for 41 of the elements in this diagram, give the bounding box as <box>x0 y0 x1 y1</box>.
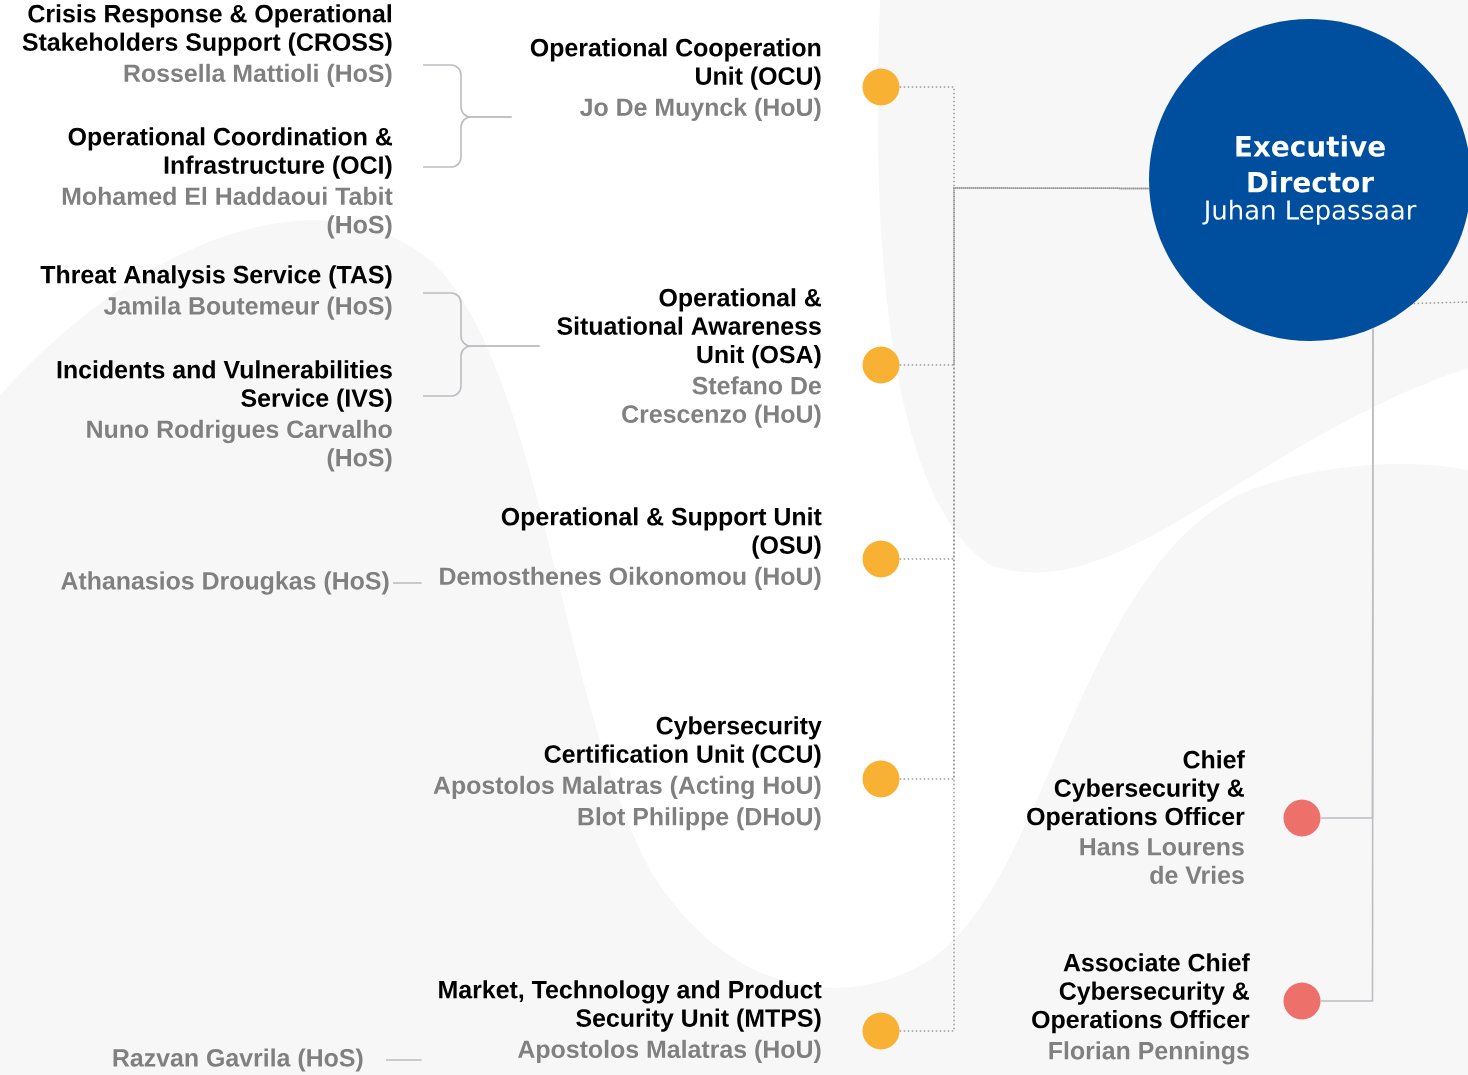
person-name: Hans Lourens de Vries <box>1080 838 1244 884</box>
unit-name: Crisis Response & Operational Stakeholders Support (CROSS) <box>22 4 392 56</box>
person-name: Rossella Mattioli (HoS) <box>124 63 392 88</box>
person-name: Razvan Gavrila (HoS) <box>113 1048 363 1072</box>
dot-marker <box>1283 799 1321 837</box>
unit-name: Operational & Situational Awareness Unit (OSA) <box>557 288 821 369</box>
unit-name: Threat Analysis Service (TAS) <box>40 265 392 289</box>
person-name: Jo De Muynck (HoU) <box>580 97 821 122</box>
connector-line <box>392 582 423 584</box>
person-name: Blot Philippe (DHoU) <box>578 807 821 831</box>
connector-line <box>898 187 1150 366</box>
bracket-line <box>422 116 513 168</box>
connector-line <box>385 1059 423 1061</box>
person-name: Stefano De Crescenzo (HoU) <box>622 376 821 428</box>
dot-marker <box>862 346 900 384</box>
unit-name: Operational & Support Unit (OSU) <box>501 507 822 559</box>
unit-name: Chief Cybersecurity & Operations Officer <box>1027 750 1245 831</box>
connector-line <box>1412 301 1468 305</box>
dot-marker <box>862 68 900 106</box>
dot-marker <box>1283 982 1321 1020</box>
connector-line <box>1319 327 1374 1002</box>
person-name: Apostolos Malatras (HoU) <box>518 1039 821 1064</box>
person-name: Athanasios Drougkas (HoS) <box>61 571 389 595</box>
unit-name: Market, Technology and Product Security Unit (MTPS) <box>439 980 822 1032</box>
dot-marker <box>862 760 900 798</box>
dot-marker <box>862 1012 900 1050</box>
person-name: Mohamed El Haddaoui Tabit (HoS) <box>62 186 393 239</box>
person-name: Apostolos Malatras (Acting HoU) <box>433 775 821 800</box>
person-name: Nuno Rodrigues Carvalho (HoS) <box>87 419 392 472</box>
unit-name: Cybersecurity Certification Unit (CCU) <box>544 716 822 768</box>
person-name: Demosthenes Oikonomou (HoU) <box>440 566 821 591</box>
title-text: Executive Director <box>1236 135 1385 193</box>
dot-marker <box>862 540 900 578</box>
person-name: Jamila Boutemeur (HoS) <box>103 296 392 320</box>
bracket-line <box>422 345 541 397</box>
unit-name: Associate Chief Cybersecurity & Operations Officer <box>1032 953 1250 1034</box>
unit-name: Incidents and Vulnerabilities Service (IVS) <box>57 360 392 412</box>
person-name: Florian Pennings <box>1049 1041 1249 1065</box>
unit-name: Operational Cooperation Unit (OCU) <box>530 38 821 90</box>
person-name: Juhan Lepassaar <box>1202 199 1417 225</box>
unit-name: Operational Coordination & Infrastructure (OCI) <box>68 127 393 179</box>
